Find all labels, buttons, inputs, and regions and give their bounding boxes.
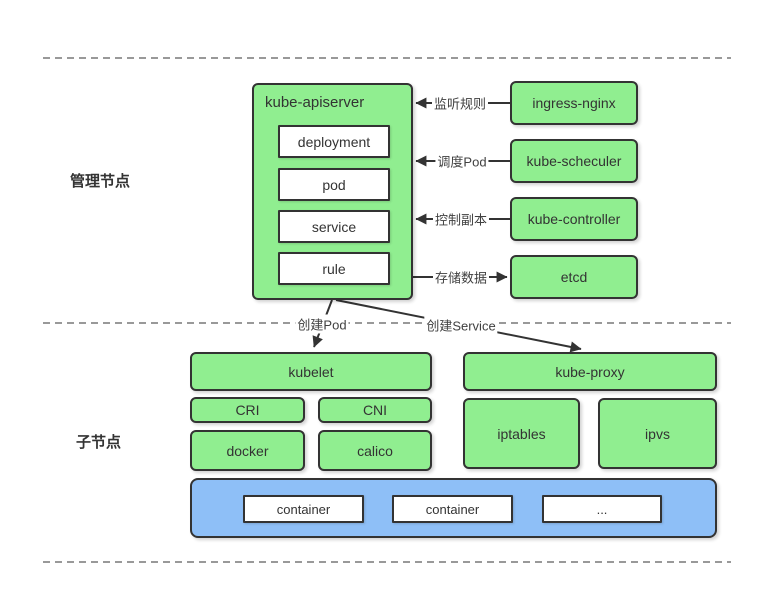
resource-box-pod: pod — [278, 168, 390, 201]
node-kube-controller: kube-controller — [510, 197, 638, 241]
edge-label-store-data: 存储数据 — [432, 267, 490, 287]
kube-apiserver-node: kube-apiserver deployment pod service ru… — [252, 83, 413, 300]
node-kube-scheculer: kube-scheculer — [510, 139, 638, 183]
edge-label-control-replicas: 控制副本 — [432, 209, 490, 229]
node-cri: CRI — [190, 397, 305, 423]
container-box-more: ... — [542, 495, 662, 523]
node-etcd: etcd — [510, 255, 638, 299]
node-docker: docker — [190, 430, 305, 471]
node-iptables: iptables — [463, 398, 580, 469]
container-box-1: container — [243, 495, 364, 523]
node-ingress-nginx: ingress-nginx — [510, 81, 638, 125]
resource-box-rule: rule — [278, 252, 390, 285]
worker-section-label: 子节点 — [76, 434, 122, 451]
node-ipvs: ipvs — [598, 398, 717, 469]
node-calico: calico — [318, 430, 432, 471]
kube-apiserver-title: kube-apiserver — [265, 94, 365, 111]
resource-box-service: service — [278, 210, 390, 243]
node-cni: CNI — [318, 397, 432, 423]
node-kube-proxy: kube-proxy — [463, 352, 717, 391]
edge-label-listen-rules: 监听规则 — [431, 93, 489, 113]
container-box-2: container — [392, 495, 513, 523]
edge-label-create-pod: 创建Pod — [295, 314, 349, 334]
master-section-label: 管理节点 — [70, 173, 131, 190]
node-kubelet: kubelet — [190, 352, 432, 391]
edge-label-schedule-pod: 调度Pod — [435, 151, 489, 171]
resource-box-deployment: deployment — [278, 125, 390, 158]
edge-label-create-service: 创建Service — [424, 315, 498, 335]
